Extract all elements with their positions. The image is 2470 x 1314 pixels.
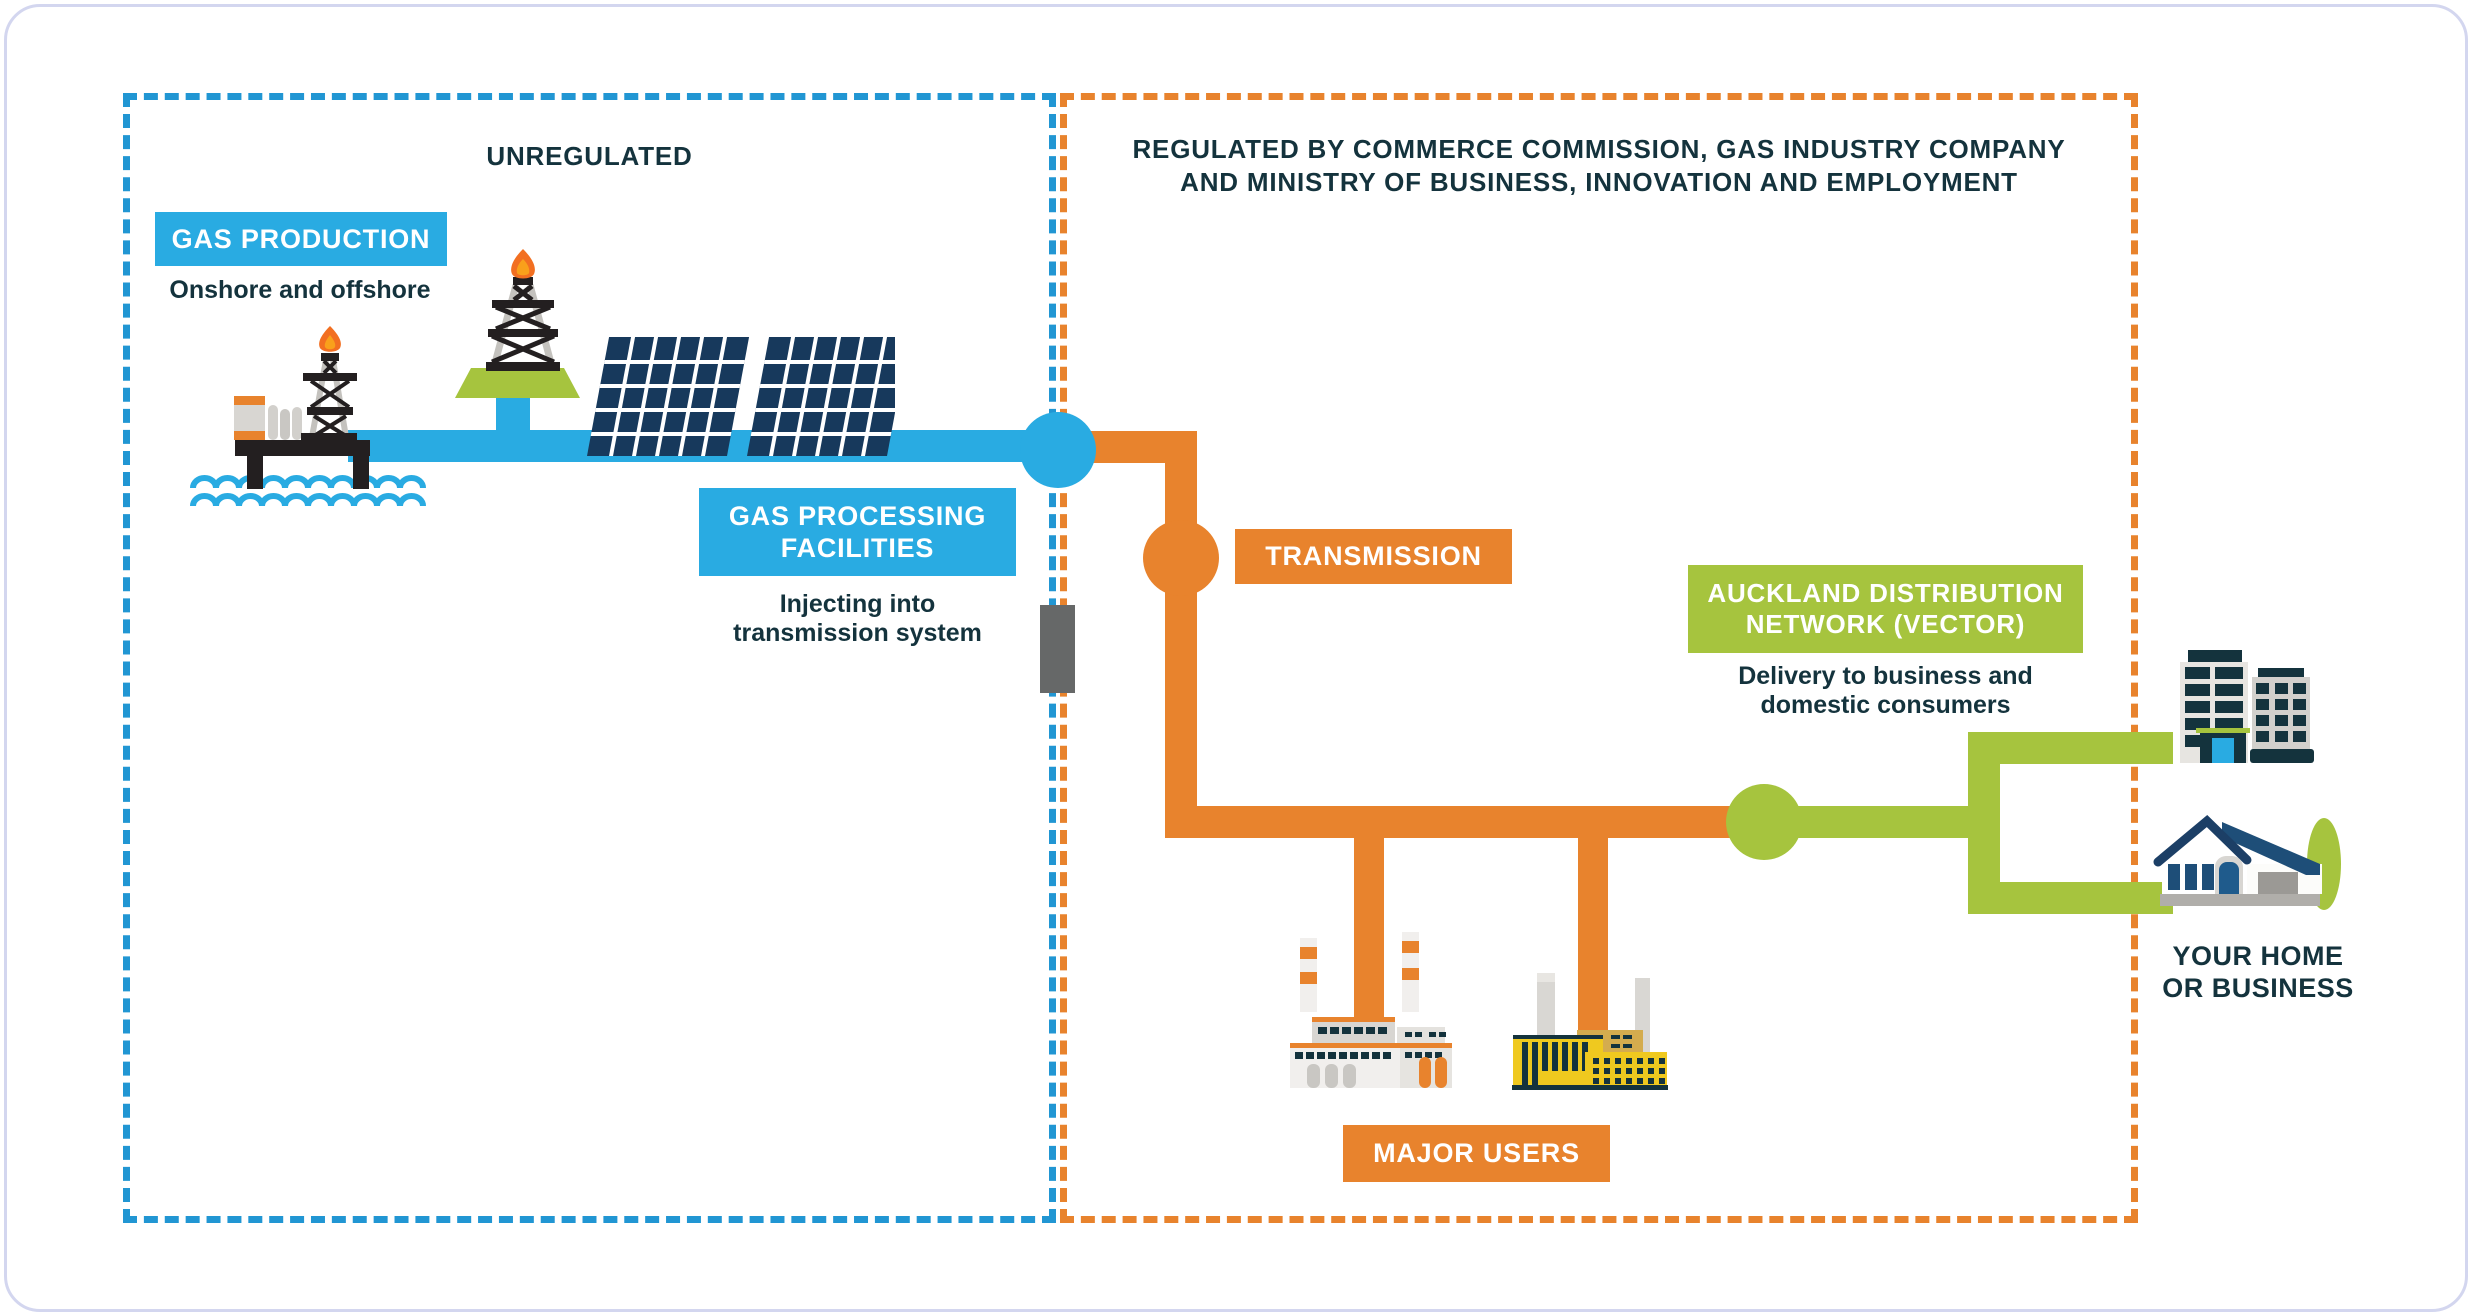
major-user-plant-icon — [1512, 973, 1668, 1090]
solar-panels-icon — [587, 337, 895, 456]
gas-processing-caption-line1: Injecting into — [779, 590, 936, 618]
auckland-distribution-caption: Delivery to business and domestic consum… — [1688, 662, 2083, 720]
distribution-pipe — [1764, 806, 2000, 838]
onshore-rig-icon — [455, 249, 580, 398]
gas-processing-caption-line2: transmission system — [733, 619, 982, 647]
processing-junction-node — [1020, 412, 1096, 488]
major-user-pipe-stub-2 — [1578, 838, 1608, 1035]
page-frame — [4, 4, 2468, 1312]
transmission-junction-node — [1143, 520, 1219, 596]
transmission-label: TRANSMISSION — [1235, 529, 1512, 584]
auckland-label-line1: AUCKLAND DISTRIBUTION — [1707, 577, 2064, 608]
regulated-title: REGULATED BY COMMERCE COMMISSION, GAS IN… — [1060, 133, 2138, 198]
major-user-factory-icon — [1290, 932, 1452, 1088]
transmission-label-text: TRANSMISSION — [1265, 541, 1482, 572]
destination-label: YOUR HOME OR BUSINESS — [2148, 940, 2368, 1005]
distribution-arm-business — [1968, 732, 2173, 764]
distribution-arm-home — [1968, 882, 2173, 914]
gas-production-caption: Onshore and offshore — [130, 276, 470, 305]
major-user-pipe-stub-1 — [1354, 838, 1384, 1020]
pipeline-valve-icon — [1040, 605, 1075, 693]
auckland-label-line2: NETWORK (VECTOR) — [1745, 609, 2026, 639]
transmission-pipe-vertical — [1165, 431, 1197, 838]
gas-processing-caption: Injecting into transmission system — [690, 590, 1025, 648]
auckland-distribution-label: AUCKLAND DISTRIBUTION NETWORK (VECTOR) — [1688, 565, 2083, 653]
gas-processing-label: GAS PROCESSING FACILITIES — [699, 488, 1016, 576]
offshore-platform-icon — [190, 326, 426, 507]
gas-processing-label-line1: GAS PROCESSING — [728, 500, 987, 531]
major-users-label: MAJOR USERS — [1343, 1125, 1610, 1182]
unregulated-title-text: UNREGULATED — [486, 141, 693, 171]
auckland-caption-line2: domestic consumers — [1760, 691, 2011, 719]
gas-production-label-text: GAS PRODUCTION — [171, 223, 431, 254]
major-users-label-text: MAJOR USERS — [1373, 1138, 1580, 1169]
distribution-junction-node — [1726, 784, 1802, 860]
transmission-pipe-bottom — [1165, 806, 1766, 838]
regulated-title-line1: REGULATED BY COMMERCE COMMISSION, GAS IN… — [1132, 134, 2066, 164]
house-icon — [2153, 814, 2341, 910]
regulated-title-line2: AND MINISTRY OF BUSINESS, INNOVATION AND… — [1180, 166, 2018, 197]
destination-label-line2: OR BUSINESS — [2162, 973, 2354, 1004]
gas-processing-label-line2: FACILITIES — [780, 533, 935, 563]
gas-production-label: GAS PRODUCTION — [155, 212, 447, 266]
office-building-icon — [2180, 650, 2314, 763]
unregulated-title: UNREGULATED — [123, 140, 1056, 173]
destination-label-line1: YOUR HOME — [2172, 941, 2344, 971]
gas-production-caption-text: Onshore and offshore — [169, 276, 431, 304]
onshore-rig-pipe-stub — [496, 392, 530, 434]
auckland-caption-line1: Delivery to business and — [1738, 662, 2033, 690]
